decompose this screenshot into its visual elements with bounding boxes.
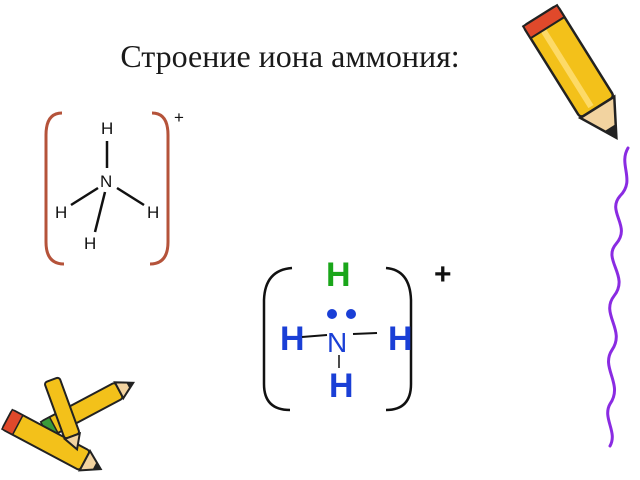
- left-bracket-close: [149, 111, 170, 266]
- bond-left: [70, 186, 99, 207]
- page-title: Строение иона аммония:: [120, 38, 460, 74]
- purple-scribble-line: [606, 146, 630, 448]
- bond-bottom: [93, 191, 107, 233]
- bond-right-electron: [352, 332, 378, 335]
- atom-h-green: H: [326, 256, 351, 294]
- left-bracket-open: [44, 111, 65, 266]
- bond-right: [116, 186, 145, 207]
- right-bracket-open: [262, 266, 293, 412]
- charge-plus-large: +: [434, 258, 452, 291]
- atom-h-bottom-blue: H: [329, 367, 354, 405]
- electron-dot-left: [327, 309, 337, 319]
- atom-h-right: H: [147, 203, 159, 222]
- atom-h-left: H: [55, 203, 67, 222]
- structural-formula: + H N H H H: [44, 108, 184, 266]
- bond-left-electron: [301, 334, 328, 338]
- right-bracket-close: [385, 266, 413, 412]
- atom-n-center: N: [100, 172, 112, 191]
- electron-dot-right: [346, 309, 356, 319]
- charge-plus-small: +: [174, 108, 184, 127]
- atom-n-blue: N: [327, 327, 347, 358]
- atom-h-bottom: H: [84, 234, 96, 253]
- atom-h-left-blue: H: [280, 320, 305, 358]
- atom-h-right-blue: H: [388, 320, 413, 358]
- pencil-icon: [521, 3, 618, 141]
- electron-formula: + H H N H H: [262, 256, 452, 412]
- atom-h-top: H: [101, 119, 113, 138]
- pencils-icon: [0, 376, 136, 472]
